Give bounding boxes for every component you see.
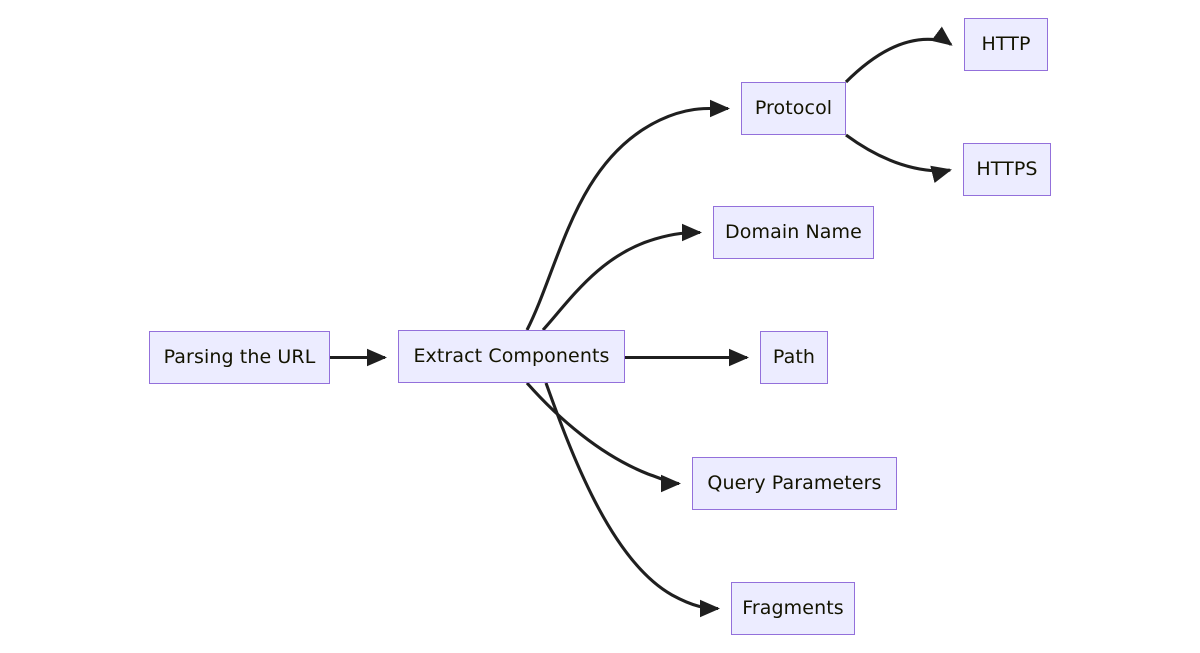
edge-protocol-to-http	[844, 26, 953, 84]
node-label: Fragments	[742, 597, 844, 619]
node-https[interactable]: HTTPS	[963, 143, 1051, 196]
node-label: Parsing the URL	[163, 346, 316, 368]
node-label: Path	[772, 346, 816, 368]
node-path[interactable]: Path	[760, 331, 828, 384]
node-label: Extract Components	[413, 345, 610, 367]
edge-protocol-to-https	[845, 133, 952, 183]
node-protocol[interactable]: Protocol	[741, 82, 846, 135]
node-label: HTTP	[981, 33, 1031, 55]
node-parsing-the-url[interactable]: Parsing the URL	[149, 331, 330, 384]
edge-extract-to-query	[525, 381, 682, 493]
node-label: Domain Name	[725, 221, 862, 243]
node-label: Protocol	[754, 97, 833, 119]
edge-extract-to-domain	[541, 223, 703, 332]
node-http[interactable]: HTTP	[964, 18, 1048, 71]
node-label: Query Parameters	[707, 472, 882, 494]
edge-extract-to-protocol	[525, 99, 731, 331]
node-domain-name[interactable]: Domain Name	[713, 206, 874, 259]
node-label: HTTPS	[976, 158, 1038, 180]
node-extract-components[interactable]: Extract Components	[398, 330, 625, 383]
node-fragments[interactable]: Fragments	[731, 582, 855, 635]
node-query-parameters[interactable]: Query Parameters	[692, 457, 897, 510]
